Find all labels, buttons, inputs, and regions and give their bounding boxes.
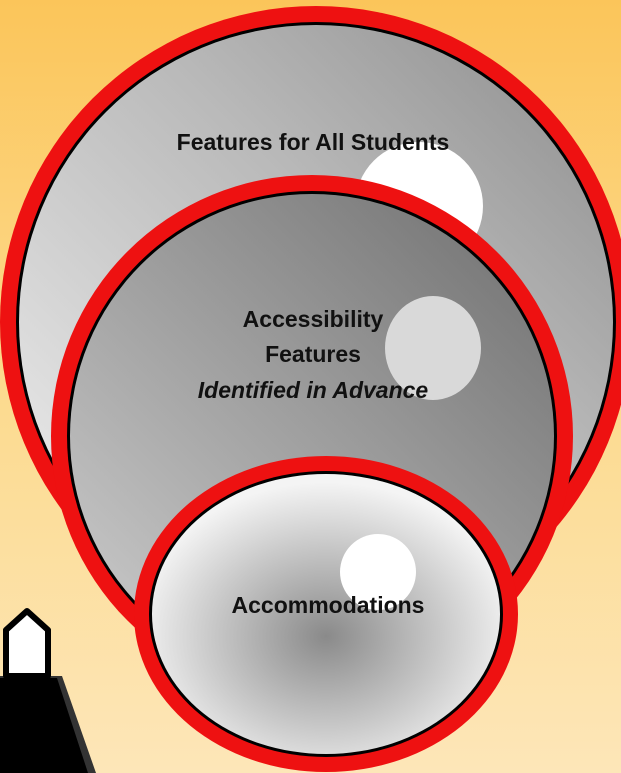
middle-circle-label-line3: Identified in Advance	[198, 377, 429, 403]
pencil-icon	[0, 608, 96, 773]
inner-highlight	[340, 534, 416, 610]
outer-circle-label: Features for All Students	[177, 129, 450, 155]
middle-circle-label-line1: Accessibility	[243, 306, 384, 332]
inner-circle: Accommodations	[134, 456, 518, 772]
middle-highlight	[385, 296, 481, 400]
inner-circle-label: Accommodations	[232, 592, 425, 618]
middle-circle-label-line2: Features	[265, 341, 361, 367]
